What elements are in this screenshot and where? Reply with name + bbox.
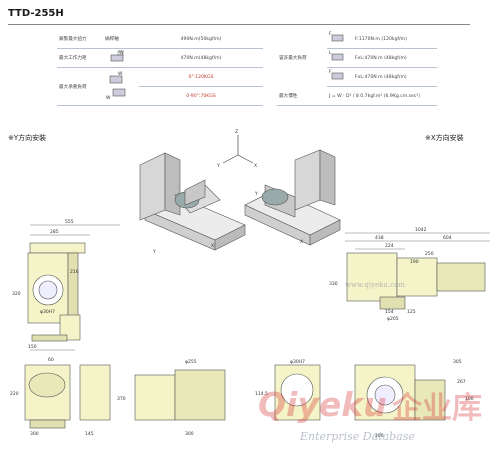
dim-200: 200 bbox=[375, 433, 384, 439]
dim-154: 154 bbox=[385, 309, 394, 315]
dim-320: 320 bbox=[12, 291, 21, 297]
spec-value: 0°:120KGS bbox=[139, 67, 263, 87]
svg-text:W: W bbox=[119, 50, 124, 56]
dim-145: 145 bbox=[85, 431, 94, 437]
iso-left-x: X bbox=[211, 243, 214, 249]
axis-z: Z bbox=[235, 129, 238, 135]
dim-438: 438 bbox=[375, 235, 384, 241]
isometric-views: Z Y X Y X Y X bbox=[139, 129, 341, 255]
spec-diagram-icon: W bbox=[103, 48, 139, 68]
svg-text:L: L bbox=[329, 50, 332, 56]
spec-label: 最大慣性 bbox=[277, 86, 327, 106]
spec-right-value: J = W · D² / 8 0.7kgf.m² (6.9Kg.cm.sec²) bbox=[327, 86, 437, 106]
x-install-label: ※X方向安裝 bbox=[425, 134, 464, 142]
axis-y: Y bbox=[216, 163, 220, 169]
y-install-front-view: 555 285 216 320 φ30H7 150 60 bbox=[12, 219, 120, 363]
dim-300: 300 bbox=[30, 431, 39, 437]
model-title: TTD-255H bbox=[8, 8, 64, 19]
spec-label: 最大工作力矩 bbox=[57, 48, 103, 68]
dim-300b: 300 bbox=[185, 431, 194, 437]
axis-triad bbox=[222, 135, 254, 164]
svg-text:W: W bbox=[118, 71, 123, 77]
spec-diagram-icon: L bbox=[327, 48, 353, 68]
y-install-label: ※Y方向安裝 bbox=[8, 134, 47, 142]
svg-text:F: F bbox=[329, 69, 332, 75]
dim-125: 125 bbox=[407, 309, 416, 315]
inertia-formula: J = W · D² / 8 bbox=[329, 93, 359, 99]
iso-right-x: X bbox=[300, 239, 303, 245]
dim-100: 100 bbox=[465, 396, 474, 402]
spec-row-inertia: 0-90°:70KGS 最大慣性 J = W · D² / 8 0.7kgf.m… bbox=[57, 86, 437, 106]
inertia-value-alt: (6.9Kg.cm.sec²) bbox=[383, 93, 421, 99]
watermark-sub: Enterprise Database bbox=[300, 430, 415, 443]
dim-150: 150 bbox=[28, 344, 37, 350]
isometric-right bbox=[244, 149, 341, 246]
inertia-value: 0.7kgf.m² bbox=[360, 93, 383, 99]
spec-label: 鎖緊最大扭力 bbox=[57, 30, 103, 49]
dim-190: 190 bbox=[410, 259, 419, 265]
dim-30h7-b: φ30H7 bbox=[290, 359, 305, 365]
spec-part: 蝸桿軸 bbox=[103, 30, 139, 49]
watermark-url: www.qiyeku.com bbox=[345, 281, 405, 289]
axis-x: X bbox=[254, 163, 257, 169]
dim-555: 555 bbox=[65, 219, 74, 225]
dim-305: 305 bbox=[453, 359, 462, 365]
spec-value: 490N.m(50kgf/m) bbox=[139, 30, 263, 49]
dim-285: 285 bbox=[50, 229, 59, 235]
iso-right-y: Y bbox=[254, 191, 258, 197]
dim-216: 216 bbox=[70, 269, 79, 275]
svg-text:W: W bbox=[106, 95, 111, 101]
dim-114-5: 114.5 bbox=[255, 391, 268, 397]
spec-label: 最大承重負荷 bbox=[57, 67, 103, 106]
dim-220: 220 bbox=[10, 391, 19, 397]
dim-1042: 1042 bbox=[415, 227, 427, 233]
spec-right-value: F:1170N.m (120kgf/m) bbox=[353, 30, 437, 49]
dim-370: 370 bbox=[117, 396, 126, 402]
dim-267: 267 bbox=[457, 379, 466, 385]
dim-224: 224 bbox=[385, 243, 394, 249]
svg-text:F: F bbox=[329, 31, 332, 37]
title-divider bbox=[8, 24, 470, 25]
spec-table: 鎖緊最大扭力 蝸桿軸 490N.m(50kgf/m) 容許最大負荷 F F:11… bbox=[57, 30, 437, 106]
spec-right-label: 容許最大負荷 bbox=[279, 56, 307, 62]
spec-value: 0-90°:70KGS bbox=[139, 86, 263, 106]
spec-value: 470N.m(48kgf/m) bbox=[139, 48, 263, 68]
watermark-cn: 企业库 bbox=[392, 391, 482, 426]
dim-60: 60 bbox=[48, 357, 54, 363]
dim-205: φ205 bbox=[387, 316, 399, 322]
dim-250: 250 bbox=[425, 251, 434, 257]
iso-left-y: Y bbox=[152, 249, 156, 255]
spec-diagram-icon: F bbox=[327, 67, 353, 87]
dim-30h7: φ30H7 bbox=[40, 309, 55, 315]
spec-diagram-icon: F bbox=[327, 30, 353, 49]
dim-330: 330 bbox=[329, 281, 338, 287]
isometric-left bbox=[139, 152, 246, 251]
spec-row-torque: 鎖緊最大扭力 蝸桿軸 490N.m(50kgf/m) 容許最大負荷 F F:11… bbox=[57, 30, 437, 61]
watermark-brand: Qiyeku bbox=[258, 385, 387, 424]
spec-right-value: FxL:470N.m (48kgf/m) bbox=[353, 67, 437, 87]
spec-right-value: FxL:470N.m (48kgf/m) bbox=[353, 48, 437, 68]
spec-row-work-torque: 最大工作力矩 W 470N.m(48kgf/m) L FxL:470N.m (4… bbox=[57, 48, 437, 68]
x-install-top-view: 1042 438 604 224 330 154 125 φ205 190 25… bbox=[329, 227, 490, 322]
bottom-views: 220 300 145 370 φ255 300 114.5 φ30H7 305… bbox=[10, 359, 474, 439]
dim-255: φ255 bbox=[185, 359, 197, 365]
dim-604: 604 bbox=[443, 235, 452, 241]
